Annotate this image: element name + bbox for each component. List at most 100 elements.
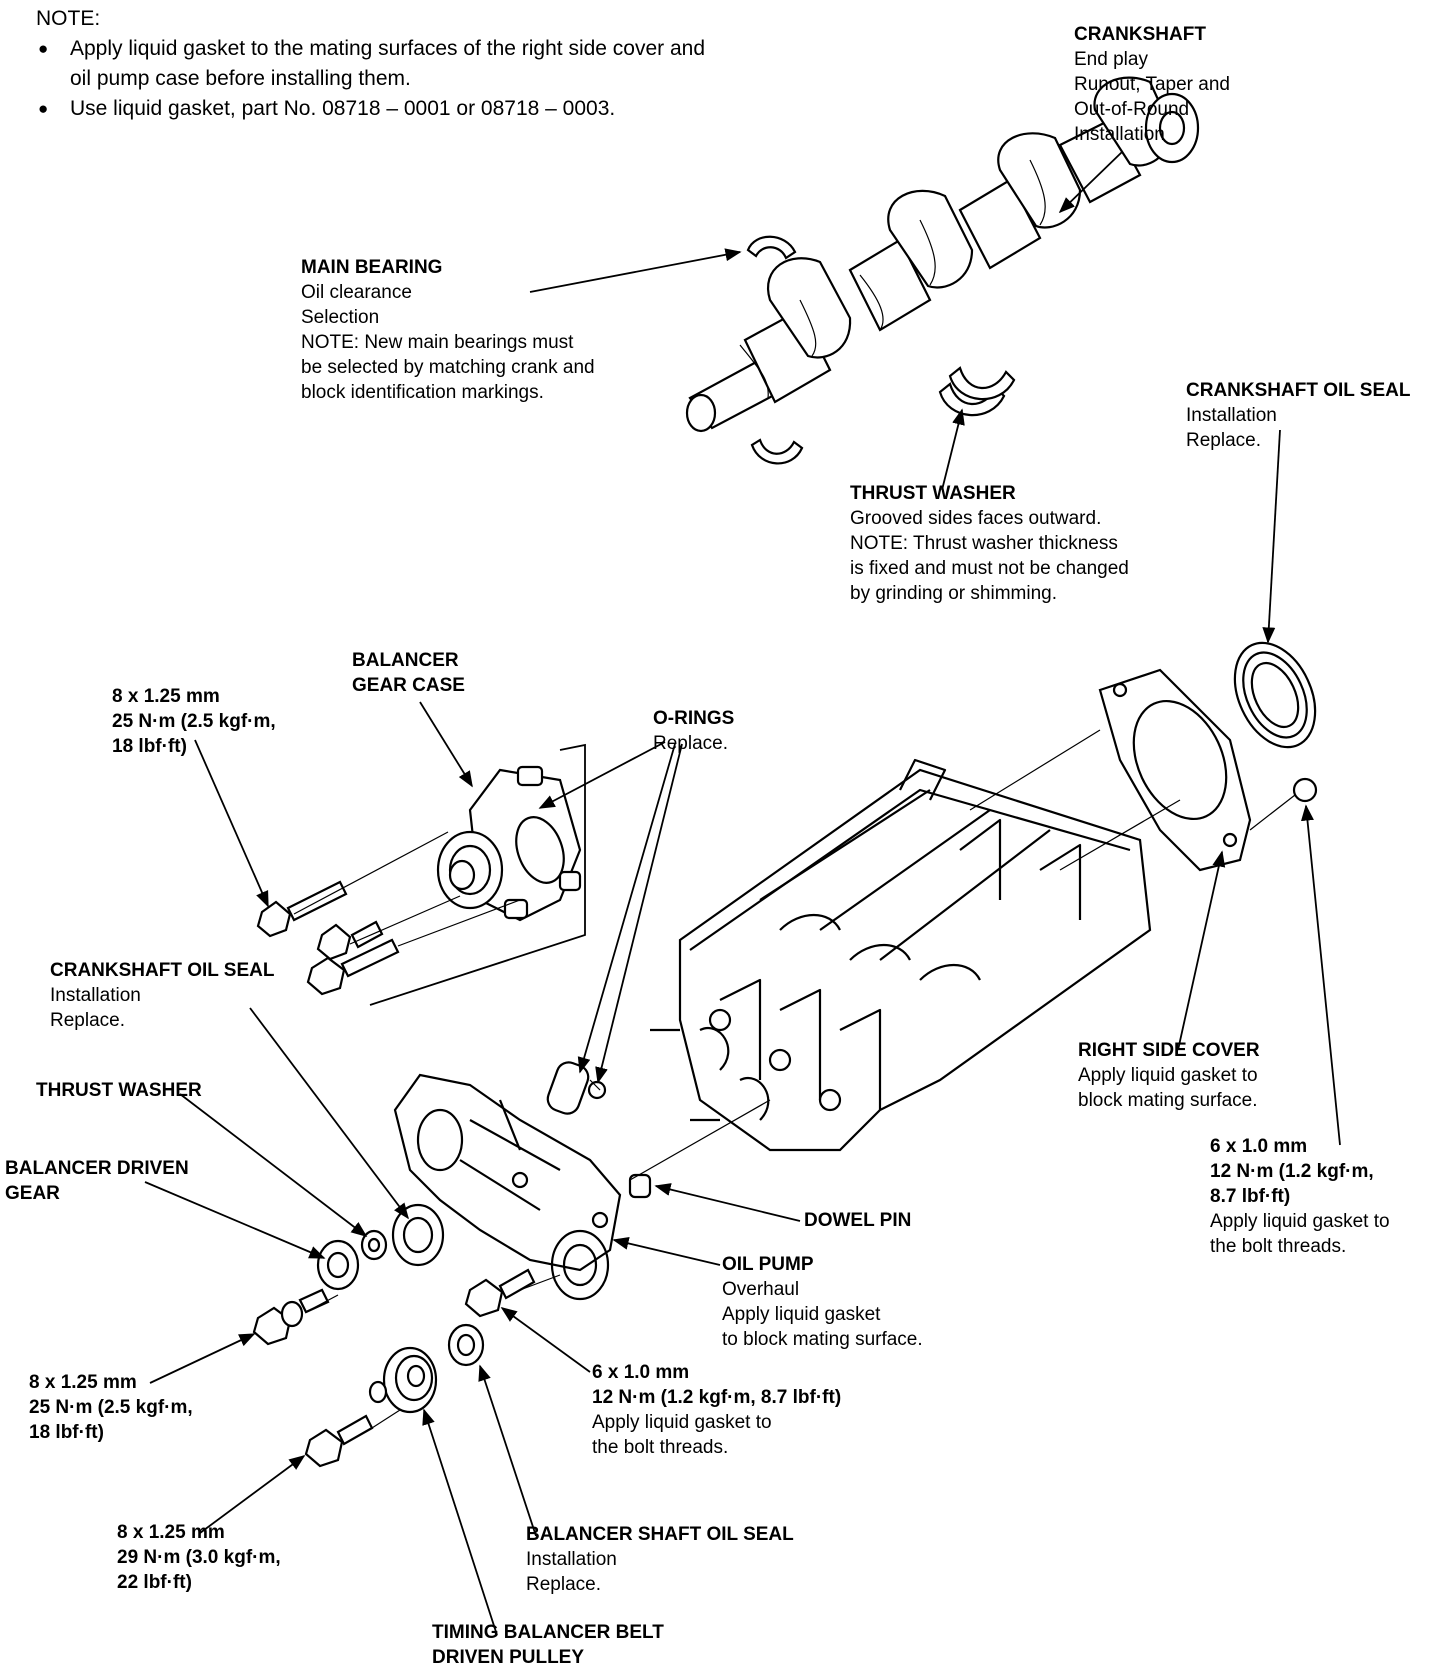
label-right-side-cover: RIGHT SIDE COVER Apply liquid gasket to … — [1078, 1038, 1260, 1113]
balancer-shaft-oil-seal-part — [447, 1323, 485, 1367]
label-title: 6 x 1.0 mm — [1210, 1136, 1308, 1157]
label-line: Out-of-Round — [1074, 99, 1190, 120]
label-line: GEAR — [5, 1183, 60, 1204]
label-line: Grooved sides faces outward. — [850, 508, 1102, 529]
label-title: DOWEL PIN — [804, 1210, 912, 1231]
balancer-driven-gear-part — [316, 1239, 360, 1291]
label-crankshaft-oil-seal-right: CRANKSHAFT OIL SEAL Installation Replace… — [1186, 378, 1410, 453]
label-line: Overhaul — [722, 1279, 800, 1300]
label-line: Replace. — [1186, 430, 1261, 451]
general-note: NOTE: Apply liquid gasket to the mating … — [36, 4, 710, 124]
label-line: by grinding or shimming. — [850, 583, 1057, 604]
label-thrust-washer-left: THRUST WASHER — [36, 1078, 202, 1103]
label-line: Apply liquid gasket to — [1210, 1211, 1390, 1232]
label-line: 22 lbf·ft) — [117, 1572, 192, 1593]
label-line: the bolt threads. — [1210, 1236, 1347, 1257]
label-balancer-driven-gear: BALANCER DRIVEN GEAR — [5, 1156, 189, 1206]
label-balancer-shaft-oil-seal: BALANCER SHAFT OIL SEAL Installation Rep… — [526, 1522, 794, 1597]
label-title: TIMING BALANCER BELT — [432, 1622, 664, 1643]
label-dowel-pin: DOWEL PIN — [804, 1208, 911, 1233]
label-line: DRIVEN PULLEY — [432, 1647, 585, 1668]
leader-lines — [144, 151, 1341, 1636]
label-line: be selected by matching crank and — [301, 357, 595, 378]
label-title: BALANCER SHAFT OIL SEAL — [526, 1524, 794, 1545]
label-line: 12 N·m (1.2 kgf·m, 8.7 lbf·ft) — [592, 1387, 842, 1408]
label-title: THRUST WASHER — [36, 1080, 202, 1101]
label-bolt-6x10-right: 6 x 1.0 mm 12 N·m (1.2 kgf·m, 8.7 lbf·ft… — [1210, 1134, 1390, 1259]
label-title: CRANKSHAFT OIL SEAL — [1186, 380, 1411, 401]
label-line: Apply liquid gasket to — [592, 1412, 772, 1433]
label-title: 8 x 1.25 mm — [117, 1522, 225, 1543]
label-line: block identification markings. — [301, 382, 544, 403]
label-line: 25 N·m (2.5 kgf·m, — [112, 711, 276, 732]
label-oil-pump: OIL PUMP Overhaul Apply liquid gasket to… — [722, 1252, 923, 1352]
label-line: block mating surface. — [1078, 1090, 1258, 1111]
label-crankshaft: CRANKSHAFT End play Runout, Taper and Ou… — [1074, 22, 1230, 147]
bolt-8x125-bottom-part — [304, 1414, 374, 1468]
label-title: BALANCER — [352, 650, 459, 671]
crankshaft-part — [685, 76, 1200, 433]
label-line: Apply liquid gasket — [722, 1304, 881, 1325]
right-side-cover-part — [1098, 668, 1318, 872]
label-o-rings: O-RINGS Replace. — [653, 706, 734, 756]
label-bolt-8x125-top: 8 x 1.25 mm 25 N·m (2.5 kgf·m, 18 lbf·ft… — [112, 684, 276, 759]
note-heading: NOTE: — [36, 7, 101, 30]
label-line: Replace. — [653, 733, 728, 754]
label-line: NOTE: New main bearings must — [301, 332, 574, 353]
label-line: Replace. — [526, 1574, 601, 1595]
label-line: 12 N·m (1.2 kgf·m, — [1210, 1161, 1374, 1182]
label-title: BALANCER DRIVEN — [5, 1158, 189, 1179]
label-main-bearing: MAIN BEARING Oil clearance Selection NOT… — [301, 255, 595, 405]
engine-block-part — [650, 758, 1152, 1152]
label-title: MAIN BEARING — [301, 257, 443, 278]
label-line: 18 lbf·ft) — [112, 736, 187, 757]
balancer-gear-case-part — [369, 743, 586, 1006]
bolt-8x125-mid-part — [252, 1288, 330, 1346]
label-line: Replace. — [50, 1010, 125, 1031]
timing-pulley-part — [368, 1346, 438, 1414]
label-title: 8 x 1.25 mm — [112, 686, 220, 707]
label-thrust-washer-top: THRUST WASHER Grooved sides faces outwar… — [850, 481, 1129, 606]
label-line: NOTE: Thrust washer thickness — [850, 533, 1118, 554]
label-line: Apply liquid gasket to — [1078, 1065, 1258, 1086]
label-bolt-8x125-bottom: 8 x 1.25 mm 29 N·m (3.0 kgf·m, 22 lbf·ft… — [117, 1520, 281, 1595]
label-line: to block mating surface. — [722, 1329, 923, 1350]
bolts-group-top — [256, 880, 400, 996]
label-title: 6 x 1.0 mm — [592, 1362, 690, 1383]
label-line: 25 N·m (2.5 kgf·m, — [29, 1397, 193, 1418]
label-line: End play — [1074, 49, 1148, 70]
oil-pump-part — [393, 1061, 652, 1301]
label-bolt-6x10-center: 6 x 1.0 mm 12 N·m (1.2 kgf·m, 8.7 lbf·ft… — [592, 1360, 841, 1460]
label-line: is fixed and must not be changed — [850, 558, 1129, 579]
label-crankshaft-oil-seal-left: CRANKSHAFT OIL SEAL Installation Replace… — [50, 958, 274, 1033]
label-title: RIGHT SIDE COVER — [1078, 1040, 1260, 1061]
note-bullet: Use liquid gasket, part No. 08718 – 0001… — [36, 94, 710, 124]
label-line: Installation — [50, 985, 141, 1006]
label-balancer-gear-case: BALANCER GEAR CASE — [352, 648, 465, 698]
label-line: 8.7 lbf·ft) — [1210, 1186, 1291, 1207]
label-line: Installation — [1186, 405, 1277, 426]
label-line: Oil clearance — [301, 282, 412, 303]
crankshaft-oil-seal-left-part — [391, 1203, 445, 1267]
label-title: OIL PUMP — [722, 1254, 814, 1275]
label-line: 18 lbf·ft) — [29, 1422, 104, 1443]
label-line: Selection — [301, 307, 380, 328]
label-line: 29 N·m (3.0 kgf·m, — [117, 1547, 281, 1568]
crankshaft-oil-seal-part — [1233, 641, 1317, 749]
thrust-washer-left-part — [360, 1229, 388, 1261]
label-line: the bolt threads. — [592, 1437, 729, 1458]
note-bullet: Apply liquid gasket to the mating surfac… — [36, 34, 710, 94]
assembly-axis-lines — [293, 729, 1296, 1429]
bolt-6x10-center-part — [464, 1268, 536, 1318]
label-line: GEAR CASE — [352, 675, 465, 696]
label-line: Installation — [1074, 124, 1165, 145]
label-line: Runout, Taper and — [1074, 74, 1230, 95]
label-timing-balancer-belt-driven-pulley: TIMING BALANCER BELT DRIVEN PULLEY — [432, 1620, 664, 1670]
label-bolt-8x125-mid: 8 x 1.25 mm 25 N·m (2.5 kgf·m, 18 lbf·ft… — [29, 1370, 193, 1445]
label-title: O-RINGS — [653, 708, 735, 729]
label-title: CRANKSHAFT OIL SEAL — [50, 960, 275, 981]
label-title: CRANKSHAFT — [1074, 24, 1206, 45]
label-title: THRUST WASHER — [850, 483, 1016, 504]
label-title: 8 x 1.25 mm — [29, 1372, 137, 1393]
